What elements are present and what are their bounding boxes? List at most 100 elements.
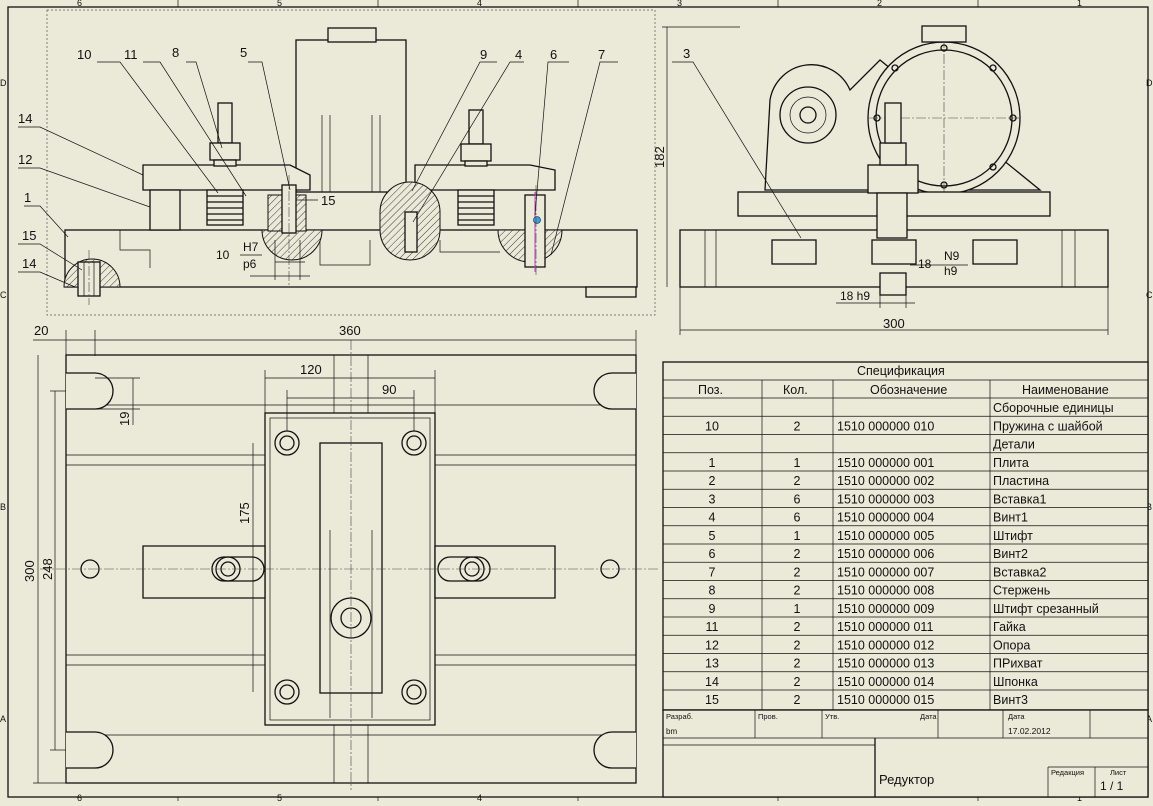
spec-cell-pos: 7 (709, 565, 716, 579)
spec-cell-pos: 10 (705, 419, 719, 433)
balloon-7: 7 (598, 47, 605, 62)
spec-cell-qty: 2 (794, 584, 801, 598)
spec-cell-pos: 1 (709, 456, 716, 470)
spec-cell-pos: 4 (709, 511, 716, 525)
spec-cell-qty: 2 (794, 693, 801, 707)
side-insert-center (871, 239, 917, 265)
zone-side-a: A (0, 714, 6, 724)
spec-cell-name: Шпонка (993, 675, 1038, 689)
balloon-15: 15 (22, 228, 36, 243)
balloon-14-top: 14 (18, 111, 32, 126)
tb-date-label-2: Дата (1008, 712, 1025, 721)
spec-cell-qty: 2 (794, 547, 801, 561)
spring-right (457, 189, 495, 226)
fit-shaft: p6 (243, 257, 257, 271)
bolt-hole-3 (274, 679, 300, 705)
tb-developed-label: Разраб. (666, 712, 693, 721)
spec-cell-qty: 1 (794, 529, 801, 543)
spec-row: Детали (993, 438, 1035, 452)
spec-cell-name: Плита (993, 456, 1029, 470)
side-bearing-cap (779, 86, 837, 144)
spec-cell-pos: 15 (705, 693, 719, 707)
spec-cell-qty: 2 (794, 474, 801, 488)
spec-cell-pos: 11 (706, 620, 719, 634)
stud-left (209, 102, 241, 167)
spec-cell-pos: 6 (709, 547, 716, 561)
zone-side-d: D (0, 78, 7, 88)
zone-bottom-5: 5 (277, 793, 282, 801)
zone-bottom-1: 1 (1077, 793, 1082, 801)
spec-cell-qty: 2 (794, 419, 801, 433)
spec-cell-qty: 6 (794, 492, 801, 506)
spec-cell-code: 1510 000000 009 (837, 602, 934, 616)
balloon-1: 1 (24, 190, 31, 205)
spec-row: Сборочные единицы (993, 401, 1114, 415)
front-leaders (18, 61, 618, 288)
balloon-5: 5 (240, 45, 247, 60)
spec-cell-qty: 1 (794, 456, 801, 470)
spec-cell-code: 1510 000000 015 (837, 693, 934, 707)
spec-cell-qty: 6 (794, 511, 801, 525)
spec-header-code: Обозначение (870, 383, 947, 397)
zone-top-1: 1 (1077, 0, 1082, 8)
spec-cell-name: Вставка1 (993, 492, 1046, 506)
dim-300-side: 300 (883, 316, 905, 331)
spec-cell-code: 1510 000000 007 (837, 565, 934, 579)
spec-cell-name: Опора (993, 638, 1030, 652)
balloon-3: 3 (683, 46, 690, 61)
tb-drawing-title: Редуктор (879, 772, 934, 787)
spec-cell-code: 1510 000000 012 (837, 638, 934, 652)
tb-sheet: 1 / 1 (1100, 779, 1124, 793)
tb-sheet-label: Лист (1110, 768, 1127, 777)
fit-size: 10 (216, 248, 230, 262)
balloon-12: 12 (18, 152, 32, 167)
zone-right-d: D (1146, 78, 1153, 88)
spec-row: 15 2 1510 000000 015 Винт3 (705, 693, 1028, 707)
bolt-hole-4 (401, 679, 427, 705)
reducer-body (295, 39, 407, 193)
support-left (149, 189, 181, 231)
dim-248: 248 (40, 558, 55, 580)
spec-cell-qty: 2 (794, 638, 801, 652)
spec-cell-name: Винт3 (993, 693, 1028, 707)
zone-top-3: 3 (677, 0, 682, 8)
label-15: 15 (321, 193, 335, 208)
spec-cell-qty: 2 (794, 620, 801, 634)
side-insert-right (972, 239, 1018, 265)
balloon-14-bottom: 14 (22, 256, 36, 271)
spec-cell-pos: 3 (709, 492, 716, 506)
selection-point-icon (533, 216, 541, 224)
spec-cell-qty: 1 (794, 602, 801, 616)
tb-approved-label: Утв. (825, 712, 839, 721)
spec-cell-code: 1510 000000 013 (837, 657, 934, 671)
side-key (879, 272, 907, 296)
spec-cell-pos: 2 (709, 474, 716, 488)
spec-cell-qty: 2 (794, 657, 801, 671)
zone-side-b: B (0, 502, 6, 512)
zone-bottom-6: 6 (77, 793, 82, 801)
insert-section-1 (261, 229, 323, 261)
spec-cell-name: ПРихват (993, 657, 1043, 671)
spec-cell-qty: 2 (794, 565, 801, 579)
key-fit-hole: N9 (944, 249, 960, 263)
dim-175: 175 (237, 502, 252, 524)
spec-header-name: Наименование (1022, 383, 1109, 397)
spec-cell-name: Пластина (993, 474, 1049, 488)
zone-top-4: 4 (477, 0, 482, 8)
zone-right-b: B (1146, 502, 1152, 512)
balloon-6: 6 (550, 47, 557, 62)
tb-date-label-1: Дата (920, 712, 937, 721)
spec-cell-name: Винт2 (993, 547, 1028, 561)
fit-hole: H7 (243, 240, 259, 254)
front-view-selection-box (46, 9, 656, 316)
spec-cell-pos: 14 (705, 675, 719, 689)
title-block: Разраб. bm Пров. Утв. Дата Дата 17.02.20… (662, 709, 1149, 798)
spec-header-qty: Кол. (783, 383, 808, 397)
